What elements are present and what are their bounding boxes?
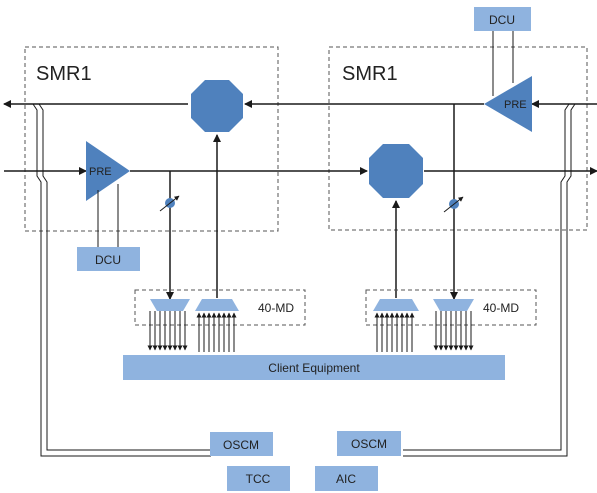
dcu-left-box (77, 247, 140, 271)
osc-loop-left-inner (38, 103, 211, 451)
demux-left (150, 299, 190, 311)
pre-right-amplifier (484, 76, 532, 132)
smr-left-box (24, 46, 279, 232)
aic-label: AIC (336, 472, 356, 486)
oscm-left-label: OSCM (223, 438, 259, 452)
demux-right-fan (433, 311, 474, 351)
dcu-right-box (474, 7, 531, 31)
smr-right-label: SMR1 (342, 63, 398, 85)
osc-loop-right-inner (403, 103, 570, 451)
mux-left-fan (196, 312, 237, 352)
mux-left (195, 299, 239, 311)
voa-right-slash (443, 196, 464, 213)
tcc-box (227, 466, 290, 491)
pre-right-label: PRE (504, 99, 527, 111)
osc-loop-left (32, 103, 211, 457)
wss-right-octagon (369, 144, 423, 198)
demux-right (433, 299, 474, 311)
aic-box (315, 466, 378, 491)
oscm-right-box (337, 431, 401, 456)
md-left-label: 40-MD (258, 301, 294, 315)
smr-left-label: SMR1 (36, 63, 92, 85)
md-right-label: 40-MD (483, 301, 519, 315)
voa-left-slash (159, 195, 180, 212)
mux-right-fan (374, 312, 415, 352)
osc-loop-right (403, 103, 576, 457)
wss-left-octagon (191, 80, 243, 132)
oscm-left-box (210, 432, 273, 456)
mux-right (373, 299, 419, 311)
tcc-label: TCC (246, 472, 271, 486)
dcu-right-label: DCU (489, 13, 515, 27)
smr-right-box (328, 46, 588, 231)
client-equipment-label: Client Equipment (268, 361, 360, 375)
pre-left-amplifier (86, 141, 130, 201)
md-left-box (134, 289, 306, 326)
client-equipment-bar (123, 355, 505, 380)
pre-left-label: PRE (89, 166, 112, 178)
dcu-left-label: DCU (95, 253, 121, 267)
demux-left-fan (147, 311, 188, 351)
oscm-right-label: OSCM (351, 437, 387, 451)
